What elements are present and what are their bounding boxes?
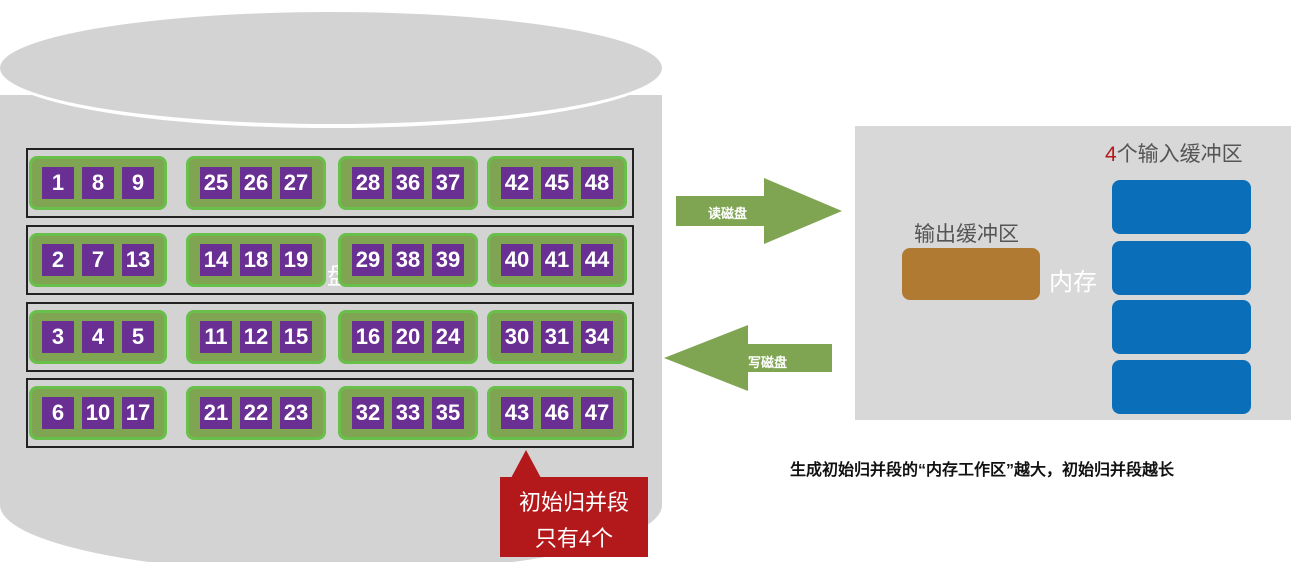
write-disk-label: 写磁盘	[747, 355, 787, 370]
record-cell: 36	[392, 167, 424, 199]
input-buffer	[1112, 300, 1251, 354]
callout-line1: 初始归并段	[518, 490, 629, 515]
record-cell: 22	[240, 397, 272, 429]
record-cell: 7	[82, 244, 114, 276]
record-cell: 46	[541, 397, 573, 429]
record-cell: 30	[501, 321, 533, 353]
record-cell: 21	[200, 397, 232, 429]
record-cell: 47	[581, 397, 613, 429]
read-disk-arrow	[676, 178, 842, 244]
record-cell: 37	[432, 167, 464, 199]
input-buffers-suffix: 个输入缓冲区	[1116, 143, 1243, 166]
record-cell: 12	[240, 321, 272, 353]
record-cell: 45	[541, 167, 573, 199]
record-cell: 2	[42, 244, 74, 276]
input-buffers-title: 4个输入缓冲区	[1105, 138, 1243, 168]
record-cell: 38	[392, 244, 424, 276]
record-cell: 31	[541, 321, 573, 353]
record-cell: 48	[581, 167, 613, 199]
disk-run-row	[26, 302, 634, 372]
disk-run-row	[26, 148, 634, 218]
record-cell: 1	[42, 167, 74, 199]
record-cell: 41	[541, 244, 573, 276]
output-buffer	[902, 248, 1040, 300]
record-cell: 5	[122, 321, 154, 353]
input-buffer	[1112, 360, 1251, 414]
record-cell: 33	[392, 397, 424, 429]
record-cell: 44	[581, 244, 613, 276]
disk-cylinder	[0, 12, 662, 562]
record-cell: 27	[280, 167, 312, 199]
record-cell: 4	[82, 321, 114, 353]
record-cell: 8	[82, 167, 114, 199]
callout-line2: 只有4个	[534, 526, 614, 551]
memory-label: 内存	[1049, 269, 1097, 296]
record-cell: 40	[501, 244, 533, 276]
record-cell: 39	[432, 244, 464, 276]
read-disk-label: 读磁盘	[707, 206, 747, 221]
record-cell: 35	[432, 397, 464, 429]
record-cell: 25	[200, 167, 232, 199]
input-buffer	[1112, 241, 1251, 295]
record-cell: 32	[352, 397, 384, 429]
record-cell: 34	[581, 321, 613, 353]
output-buffer-title: 输出缓冲区	[914, 223, 1019, 246]
record-cell: 11	[200, 321, 232, 353]
input-count: 4	[1105, 143, 1117, 166]
initial-runs-callout: 初始归并段 只有4个	[500, 477, 648, 557]
record-cell: 20	[392, 321, 424, 353]
record-cell: 19	[280, 244, 312, 276]
record-cell: 28	[352, 167, 384, 199]
record-cell: 42	[501, 167, 533, 199]
record-cell: 14	[200, 244, 232, 276]
record-cell: 6	[42, 397, 74, 429]
record-cell: 10	[82, 397, 114, 429]
record-cell: 43	[501, 397, 533, 429]
record-cell: 26	[240, 167, 272, 199]
input-buffer	[1112, 180, 1251, 234]
record-cell: 23	[280, 397, 312, 429]
record-cell: 29	[352, 244, 384, 276]
record-cell: 16	[352, 321, 384, 353]
record-cell: 18	[240, 244, 272, 276]
write-disk-arrow	[664, 325, 832, 391]
record-cell: 15	[280, 321, 312, 353]
disk-run-row	[26, 225, 634, 295]
record-cell: 9	[122, 167, 154, 199]
caption-text: 生成初始归并段的“内存工作区”越大，初始归并段越长	[790, 462, 1175, 479]
callout-pointer	[511, 450, 541, 478]
disk-run-row	[26, 378, 634, 448]
record-cell: 24	[432, 321, 464, 353]
record-cell: 17	[122, 397, 154, 429]
record-cell: 3	[42, 321, 74, 353]
record-cell: 13	[122, 244, 154, 276]
